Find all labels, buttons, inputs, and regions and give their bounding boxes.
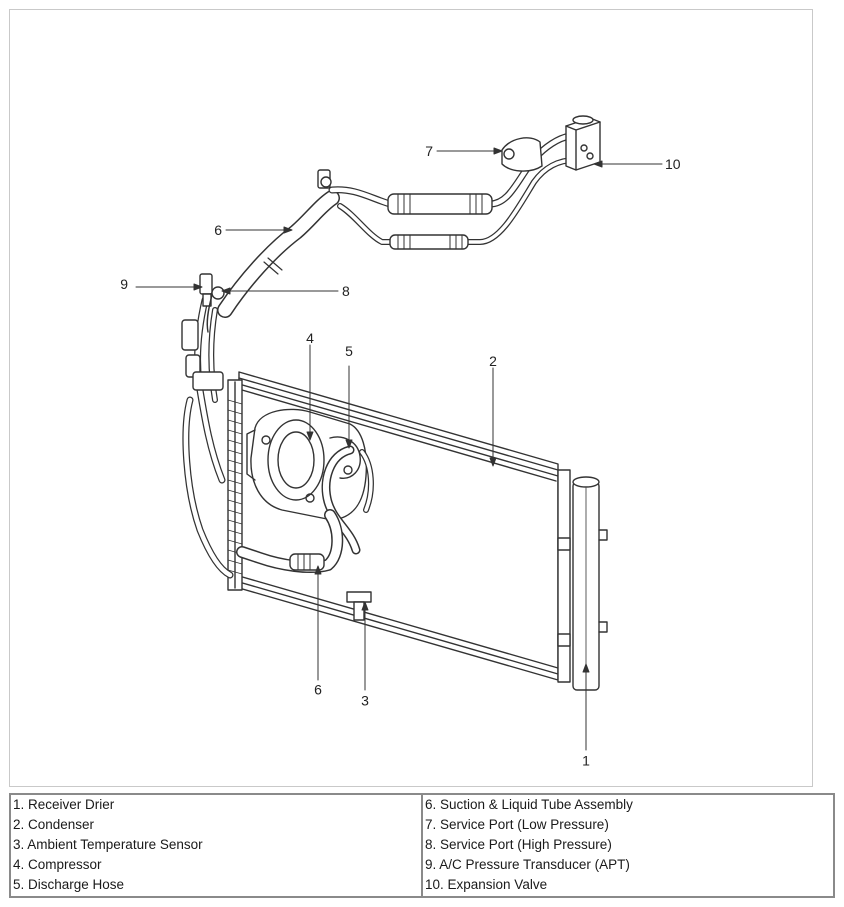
callout-3: 3 <box>361 692 369 708</box>
legend-column-left: 1. Receiver Drier 2. Condenser 3. Ambien… <box>11 795 421 896</box>
left-hoses <box>181 296 234 579</box>
discharge-hose <box>321 445 374 555</box>
service-port-high <box>206 286 225 333</box>
callout-1: 1 <box>582 752 590 768</box>
callout-6-upper: 6 <box>214 222 222 238</box>
leader-lines <box>135 147 663 751</box>
legend-table: 1. Receiver Drier 2. Condenser 3. Ambien… <box>9 793 835 898</box>
compressor <box>246 408 368 521</box>
legend-item: 7. Service Port (Low Pressure) <box>425 817 609 832</box>
diagram-frame: 1 2 3 4 5 6 6 7 8 9 10 <box>9 9 813 787</box>
callout-10: 10 <box>665 156 681 172</box>
ambient-temperature-sensor <box>346 591 372 621</box>
callout-7: 7 <box>425 143 433 159</box>
callout-6-lower: 6 <box>314 681 322 697</box>
legend-item: 10. Expansion Valve <box>425 877 548 892</box>
legend-item: 5. Discharge Hose <box>13 877 125 892</box>
pressure-transducer <box>199 273 213 307</box>
lower-suction-hose <box>236 509 344 573</box>
suction-liquid-tubes <box>217 132 578 318</box>
receiver-drier <box>572 476 608 691</box>
callout-9: 9 <box>120 276 128 292</box>
legend-item: 3. Ambient Temperature Sensor <box>13 837 203 852</box>
legend-item: 1. Receiver Drier <box>13 797 115 812</box>
legend-item: 2. Condenser <box>13 817 95 832</box>
legend-item: 6. Suction & Liquid Tube Assembly <box>425 797 633 812</box>
legend-column-right: 6. Suction & Liquid Tube Assembly 7. Ser… <box>421 795 833 896</box>
callout-5: 5 <box>345 343 353 359</box>
callout-2: 2 <box>489 353 497 369</box>
callout-4: 4 <box>306 330 314 346</box>
expansion-valve <box>565 115 601 171</box>
legend-item: 8. Service Port (High Pressure) <box>425 837 612 852</box>
legend-item: 4. Compressor <box>13 857 102 872</box>
ac-system-diagram: 1 2 3 4 5 6 6 7 8 9 10 <box>120 115 681 768</box>
legend-item: 9. A/C Pressure Transducer (APT) <box>425 857 630 872</box>
service-port-low <box>501 137 543 172</box>
callout-8: 8 <box>342 283 350 299</box>
